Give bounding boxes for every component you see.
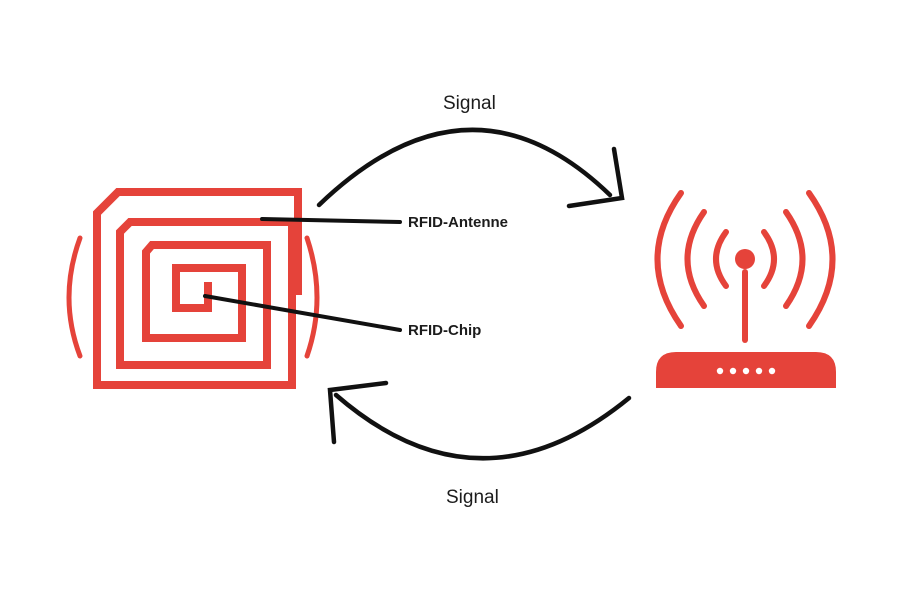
chip-label: RFID-Chip (408, 322, 481, 339)
rfid-tag-icon (66, 188, 320, 389)
router-light (742, 367, 750, 375)
router-wave-left-outer (654, 190, 684, 329)
router-wave-right-inner (761, 229, 777, 289)
tag-wave-left (66, 235, 83, 359)
rfid-antenna-coil (93, 188, 302, 389)
router-wave-left-middle (684, 209, 707, 309)
signal-arrow-top-head (566, 146, 625, 209)
tag-wave-right (304, 235, 320, 359)
signal-arrow-top (316, 127, 625, 209)
signal-top-label: Signal (443, 93, 496, 114)
router-light (768, 367, 776, 375)
chip-leader-line (203, 294, 402, 332)
router-wave-left-inner (713, 229, 729, 289)
signal-arrow-bottom-arc (333, 392, 632, 461)
signal-arrow-bottom (327, 380, 632, 461)
router-light (716, 367, 724, 375)
antenna-label: RFID-Antenne (408, 214, 508, 231)
wifi-router-icon (654, 190, 836, 388)
router-light (729, 367, 737, 375)
router-wave-right-outer (806, 190, 836, 329)
router-status-lights (716, 367, 776, 375)
signal-bottom-label: Signal (446, 487, 499, 508)
router-antenna-tip (735, 249, 755, 269)
router-wave-right-middle (783, 209, 806, 309)
antenna-leader-line (260, 217, 402, 224)
router-light (755, 367, 763, 375)
signal-arrow-bottom-head (327, 380, 389, 445)
signal-arrow-top-arc (316, 127, 613, 208)
